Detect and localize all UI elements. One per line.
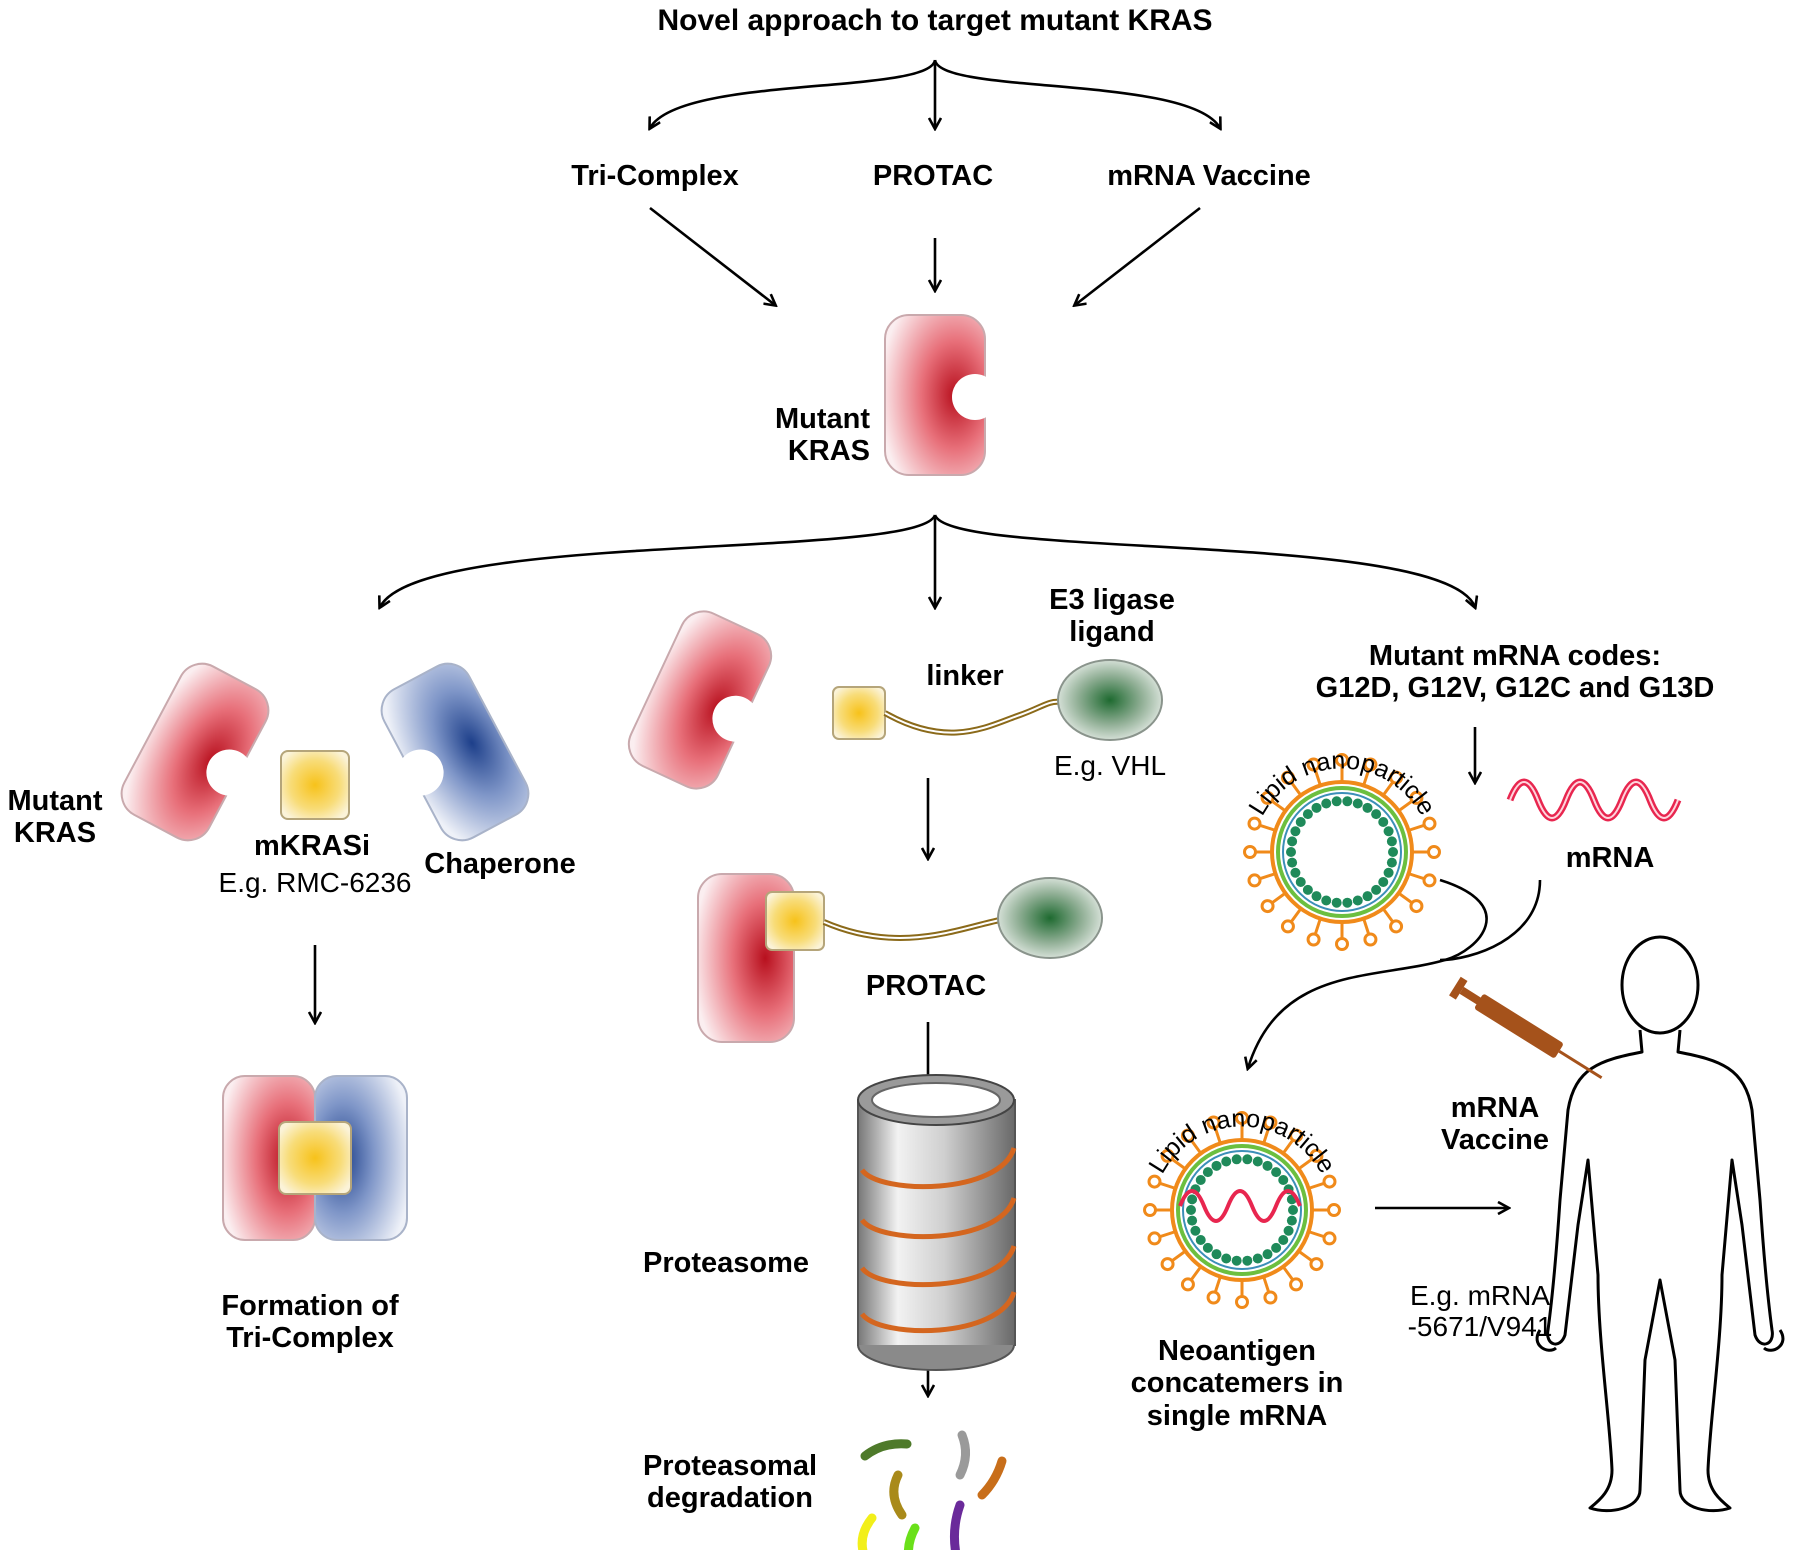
vaccine-line2: Vaccine [1440, 1124, 1550, 1157]
tricomplex-result-label: Formation of Tri-Complex [221, 1290, 398, 1355]
e3-ligase-label: E3 ligase ligand [1049, 584, 1175, 649]
center-kras-label: Mutant KRAS [735, 403, 870, 468]
neoantigen-label: Neoantigen concatemers in single mRNA [1131, 1335, 1344, 1432]
peptide-fragment [955, 1430, 970, 1480]
approach-tri-complex: Tri-Complex [571, 160, 739, 192]
peptide-fragments [857, 1430, 1007, 1550]
peptide-fragment [889, 1470, 907, 1520]
degradation-line1: Proteasomal [642, 1450, 818, 1482]
proteasome-label: Proteasome [643, 1247, 810, 1279]
diagram-title: Novel approach to target mutant KRAS [657, 4, 1213, 37]
peptide-fragment [904, 1523, 920, 1550]
mrna-label: mRNA [1565, 842, 1655, 874]
degradation-label: Proteasomal degradation [643, 1450, 817, 1515]
tricomplex-kras-label: Mutant KRAS [7, 785, 102, 850]
neoantigen-line3: single mRNA [1146, 1399, 1328, 1432]
vaccine-example-line1: E.g. mRNA [1409, 1280, 1551, 1311]
vaccine-label: mRNA Vaccine [1441, 1092, 1549, 1157]
tricomplex-kras-line1: Mutant [7, 785, 103, 817]
approach-protac: PROTAC [872, 160, 994, 192]
inhibitor-example: E.g. RMC-6236 [218, 867, 412, 898]
e3-ligase-line1: E3 ligase [1049, 584, 1175, 616]
peptide-fragment [857, 1513, 877, 1550]
tricomplex-kras-line2: KRAS [13, 817, 97, 850]
lipid-nanoparticle-2: Lipid nanoparticle [1143, 1104, 1341, 1309]
degradation-line2: degradation [647, 1482, 813, 1515]
center-kras-line2: KRAS [787, 435, 870, 468]
linker-label: linker [926, 660, 1004, 692]
mrna-codes-line1: Mutant mRNA codes: [1368, 640, 1662, 672]
inhibitor-label: mKRASi [253, 830, 371, 862]
vaccine-example-line2: -5671/V941 [1407, 1311, 1553, 1343]
peptide-fragment [977, 1456, 1007, 1500]
chaperone-label: Chaperone [424, 848, 576, 880]
e3-example-label: E.g. VHL [1053, 750, 1167, 781]
protac-label: PROTAC [865, 970, 987, 1002]
lipid-nanoparticle-1: Lipid nanoparticle [1243, 746, 1441, 951]
e3-ligase-line2: ligand [1069, 616, 1155, 649]
center-kras-line1: Mutant [774, 403, 870, 435]
vaccine-line1: mRNA [1450, 1092, 1540, 1124]
neoantigen-line1: Neoantigen [1158, 1335, 1316, 1367]
approach-mrna-vaccine: mRNA Vaccine [1107, 160, 1311, 192]
peptide-fragment [860, 1439, 912, 1461]
tricomplex-result-line2: Tri-Complex [226, 1322, 394, 1355]
peptide-fragment [950, 1500, 965, 1550]
vaccine-example-label: E.g. mRNA -5671/V941 [1408, 1280, 1553, 1343]
tricomplex-result-line1: Formation of [221, 1290, 399, 1322]
mrna-codes-label: Mutant mRNA codes: G12D, G12V, G12C and … [1316, 640, 1715, 705]
neoantigen-line2: concatemers in [1130, 1367, 1344, 1400]
mrna-codes-line2: G12D, G12V, G12C and G13D [1315, 672, 1715, 705]
